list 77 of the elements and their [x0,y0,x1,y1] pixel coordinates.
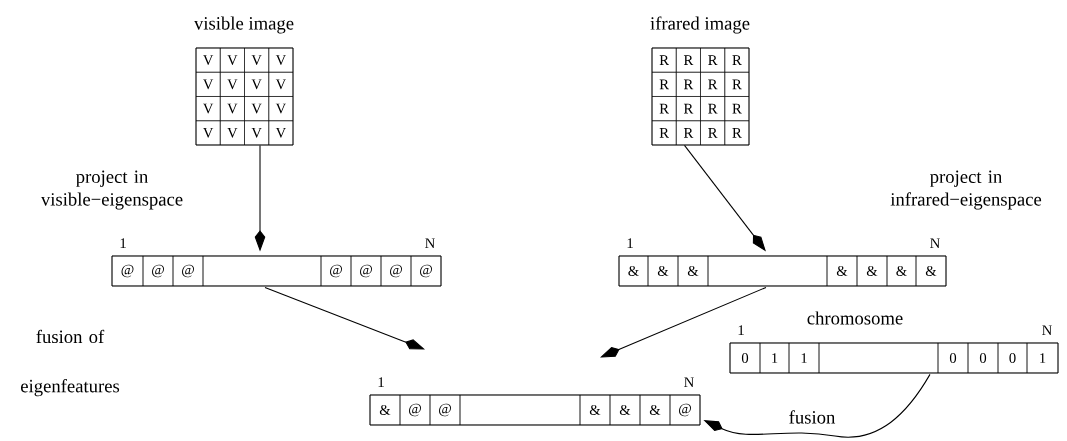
vector-cell: @ [320,255,352,287]
pixel-cell: R [651,96,677,121]
pixel-cell: R [676,72,701,97]
vector-cell: & [369,394,401,426]
pixel-cell: V [244,72,269,97]
vector-cell: & [826,255,858,287]
pixel-cell: V [244,96,269,121]
index-label: N [930,238,940,248]
vector-cell: & [886,255,917,287]
pixel-cell: V [220,47,245,73]
vector-cell: & [609,394,641,426]
image-title: ifrared image [650,16,750,34]
vector-cell: 0 [937,342,969,374]
pixel-cell: R [724,47,750,73]
vector-cell: 1 [759,342,790,374]
arrow [264,286,425,350]
vector-cell: 1 [1026,342,1059,374]
vector-cell: @ [111,255,144,287]
pixel-cell: V [195,96,221,121]
vector-cell: @ [380,255,412,287]
vector-cell: 0 [997,342,1028,374]
pixel-cell: R [700,120,725,146]
index-label: N [1042,325,1052,335]
pixel-cell: V [268,47,294,73]
pixel-cell: V [195,120,221,146]
pixel-cell: R [724,120,750,146]
vector-cell: 1 [788,342,820,374]
vector-cell: 0 [729,342,761,374]
vector-cell: @ [350,255,382,287]
pixel-cell: R [724,72,750,97]
index-label: N [425,238,435,248]
pixel-cell: V [220,72,245,97]
vector-cell: & [639,394,671,426]
index-label: N [684,377,694,387]
annotation-text: fusion of eigenfeatures [21,329,120,397]
vector-cell: 0 [967,342,999,374]
vector-cell: @ [399,394,431,426]
vector-cell: & [647,255,679,287]
pixel-cell: V [268,96,294,121]
vector-cell: & [856,255,888,287]
vector-cell: @ [142,255,174,287]
arrow [600,286,767,358]
pixel-cell: R [700,96,725,121]
index-label: 1 [738,325,744,335]
pixel-cell: V [244,120,269,146]
annotation-text: project in visible−eigenspace [40,170,183,210]
pixel-cell: R [700,72,725,97]
vector-cell: & [915,255,947,287]
pixel-cell: R [676,96,701,121]
vector-cell: @ [172,255,204,287]
vector-cell: @ [410,255,442,287]
vector-cell: & [579,394,611,426]
pixel-cell: V [244,47,269,73]
pixel-cell: V [195,47,221,73]
index-label: 1 [378,377,384,387]
vector-cell: @ [669,394,701,426]
pixel-cell: V [195,72,221,97]
pixel-cell: R [724,96,750,121]
pixel-cell: V [220,120,245,146]
pixel-cell: V [268,72,294,97]
pixel-cell: V [220,96,245,121]
index-label: 1 [627,238,633,248]
image-title: visible image [194,16,294,34]
edge-label: fusion [787,409,837,425]
pixel-cell: R [651,47,677,73]
pixel-cell: R [676,47,701,73]
vector-cell: & [618,255,649,287]
pixel-cell: R [651,72,677,97]
index-label: 1 [120,238,126,248]
pixel-cell: V [268,120,294,146]
pixel-cell: R [651,120,677,146]
vector-title: chromosome [807,311,903,325]
annotation-text: project in infrared−eigenspace [890,170,1042,210]
pixel-cell: R [700,47,725,73]
vector-cell: @ [429,394,461,426]
pixel-cell: R [676,120,701,146]
vector-cell: & [677,255,709,287]
